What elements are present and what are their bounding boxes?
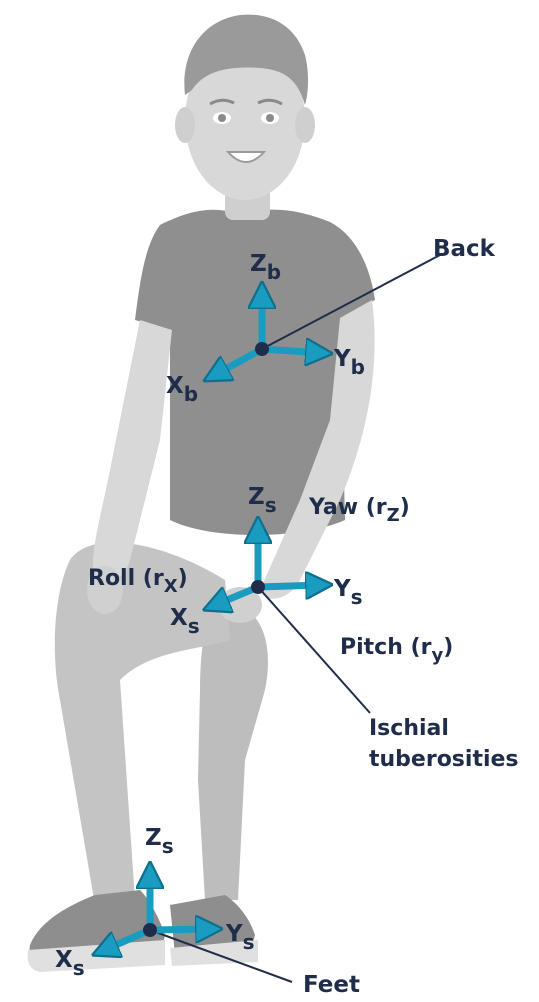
back-origin	[255, 342, 269, 356]
right-ear	[295, 107, 315, 143]
ischial-label-line2: tuberosities	[369, 747, 519, 772]
feet-origin	[143, 923, 157, 937]
seat-origin	[251, 580, 265, 594]
left-arm	[93, 320, 172, 584]
seat-y-label: Ys	[333, 576, 363, 609]
back-y-axis	[262, 349, 322, 353]
ischial-label-line1: Ischial	[369, 716, 449, 741]
feet-z-label: Zs	[145, 825, 174, 858]
person-figure	[28, 15, 376, 972]
feet-label: Feet	[303, 972, 360, 997]
feet-y-axis	[150, 929, 212, 930]
right-pupil	[266, 114, 274, 122]
left-ear	[175, 107, 195, 143]
seat-y-axis	[258, 585, 322, 587]
pitch-label: Pitch (ry)	[340, 635, 453, 666]
back-label: Back	[433, 236, 496, 262]
left-pupil	[218, 114, 226, 122]
